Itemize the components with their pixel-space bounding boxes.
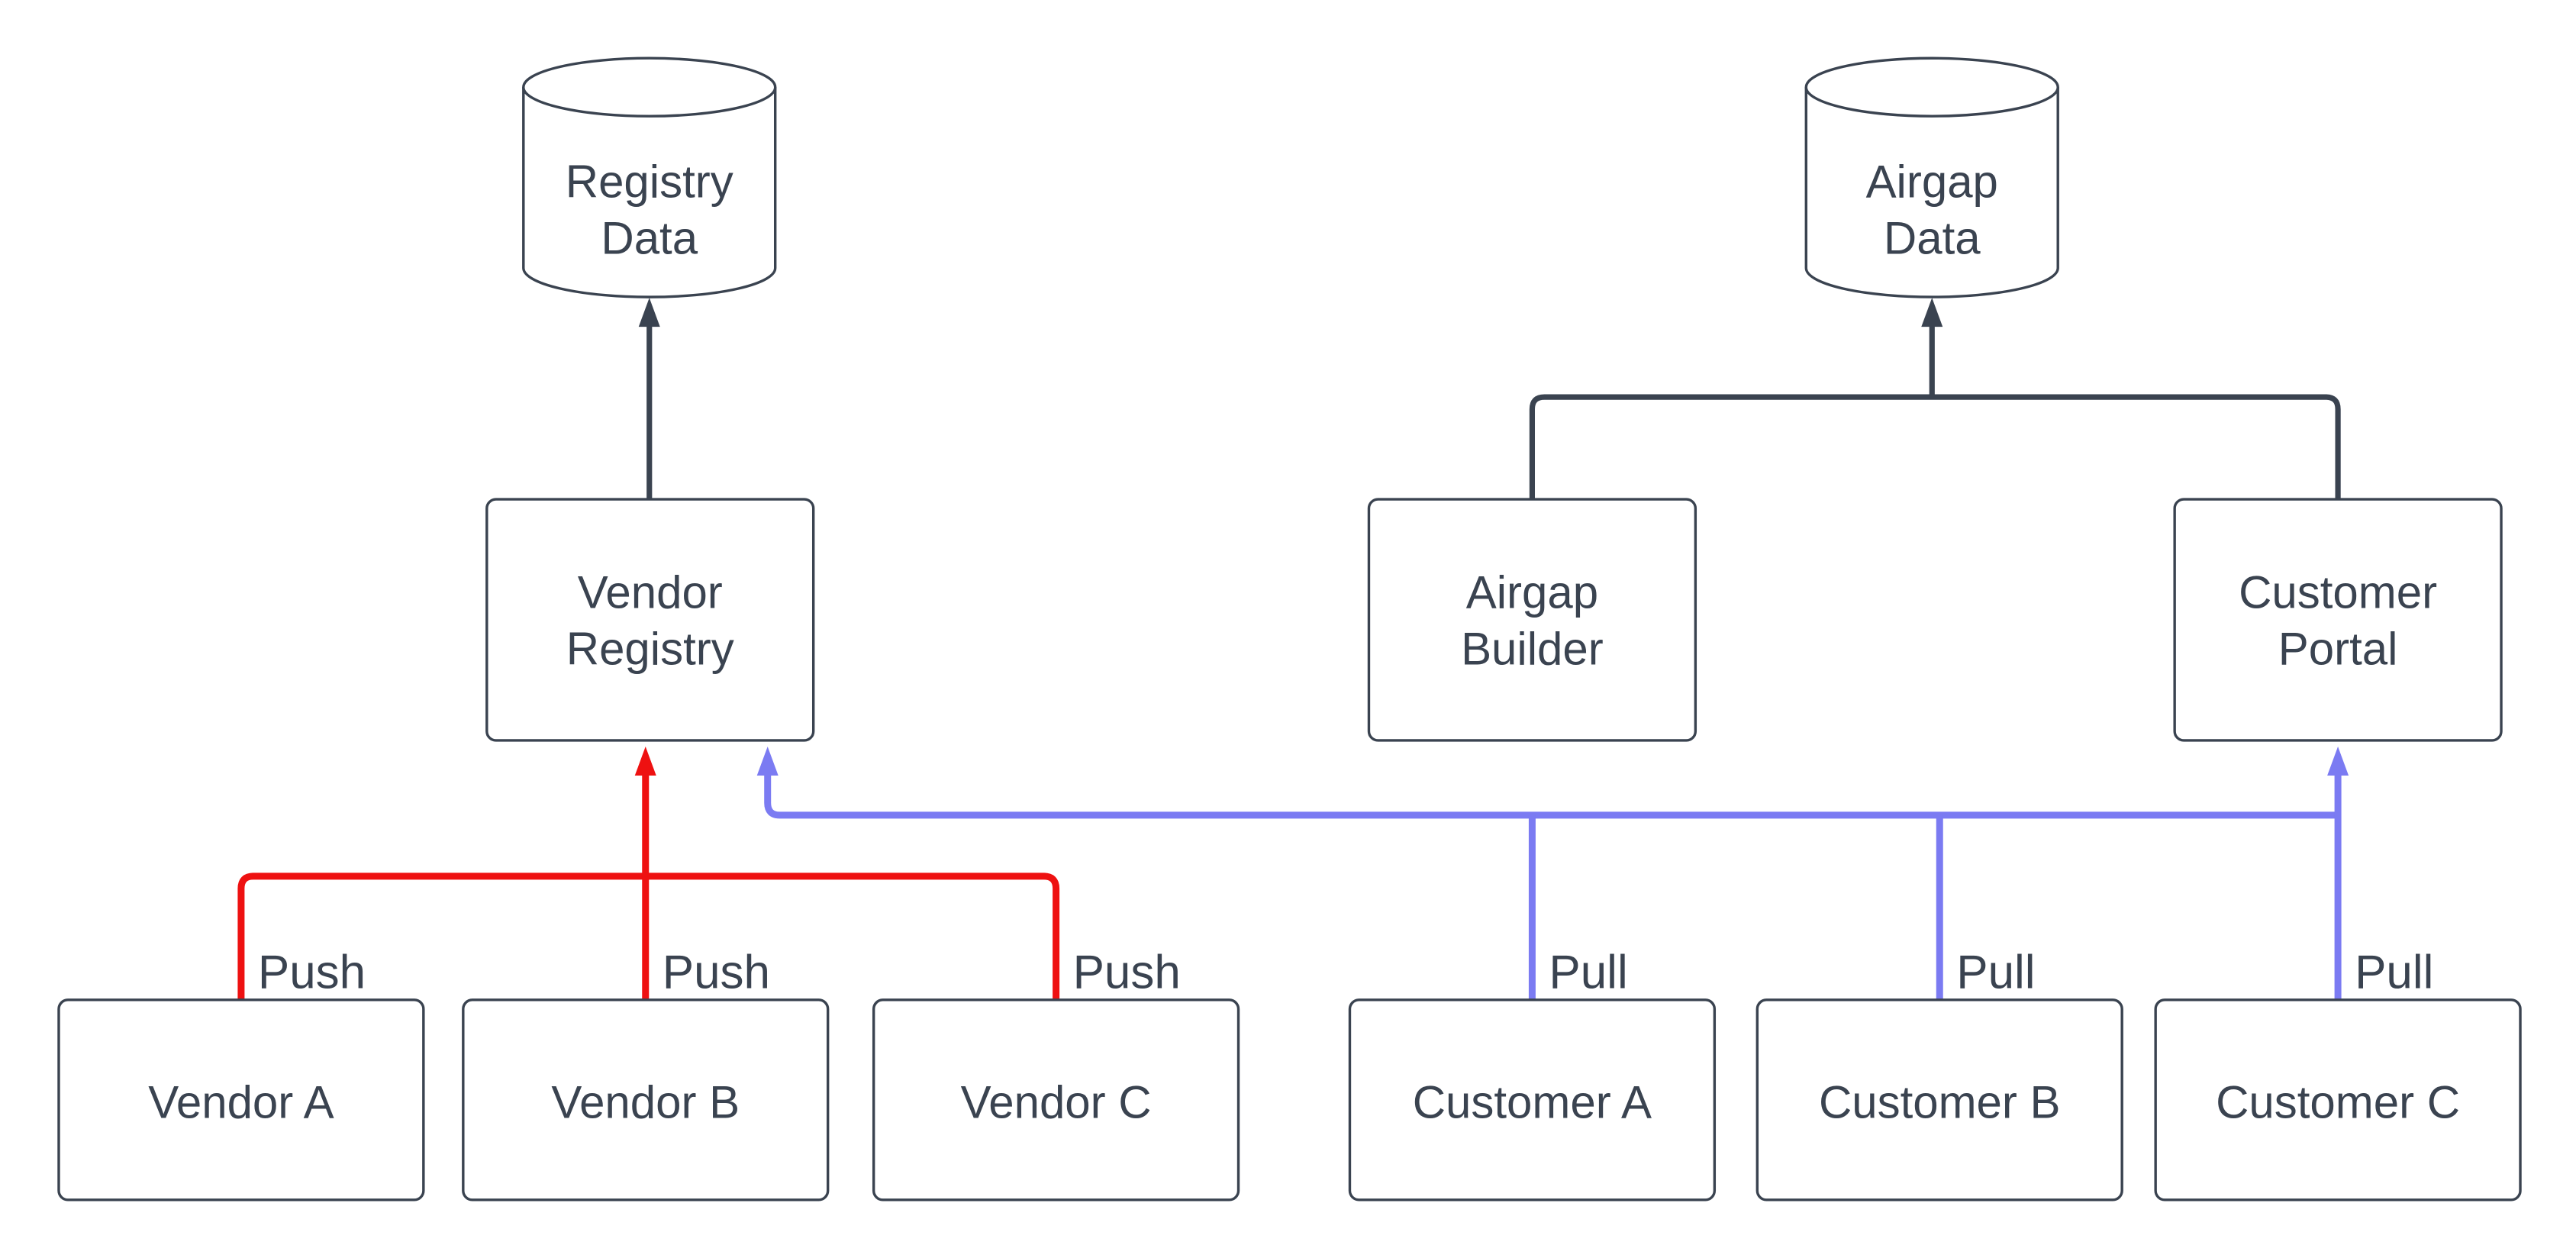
cylinder-rim [1804, 87, 2059, 118]
cylinder-rim [522, 87, 777, 118]
node-vendor-a: Vendor A [57, 998, 425, 1202]
edge-push-tree [237, 746, 1060, 1000]
node-label: Customer C [2216, 1076, 2460, 1127]
cylinder-shape [1804, 56, 2059, 298]
node-label: Vendor C [961, 1076, 1152, 1127]
node-vendor-b: Vendor B [462, 998, 830, 1202]
box-shape [462, 998, 830, 1202]
edge-label-push-b: Push [663, 946, 770, 998]
node-label-line2: Builder [1461, 623, 1604, 674]
node-customer-b: Customer B [1755, 998, 2123, 1202]
node-label-line2: Data [601, 213, 698, 264]
edge-builders-to-airgap-data [1529, 298, 2341, 500]
node-customer-a: Customer A [1348, 998, 1717, 1202]
edge-pull-tree [756, 746, 2349, 1000]
edge-label-pull-a: Pull [1549, 946, 1627, 998]
box-shape [1755, 998, 2123, 1202]
node-customer-c: Customer C [2154, 998, 2522, 1202]
box-shape [2154, 998, 2522, 1202]
node-label: Customer A [1413, 1076, 1652, 1127]
box-shape [57, 998, 425, 1202]
node-label-line1: Registry [566, 156, 733, 208]
node-airgap-builder: Airgap Builder [1367, 498, 1697, 742]
node-label-line1: Airgap [1866, 156, 1998, 208]
node-vendor-c: Vendor C [872, 998, 1240, 1202]
node-label-line1: Vendor [578, 567, 723, 618]
edge-vendor-registry-to-registry-data [638, 298, 660, 500]
edge-line [1529, 394, 2341, 500]
box-shape [1367, 498, 1697, 742]
edge-label-pull-b: Pull [1956, 946, 2035, 998]
node-customer-portal: Customer Portal [2173, 498, 2503, 742]
node-label-line2: Registry [566, 623, 734, 674]
node-label: Customer B [1819, 1076, 2061, 1127]
node-label-line1: Customer [2239, 567, 2437, 618]
edge-line [764, 773, 2339, 819]
node-label-line1: Airgap [1466, 567, 1598, 618]
node-airgap-data: Airgap Data [1804, 56, 2059, 298]
node-label: Vendor A [148, 1076, 334, 1127]
box-shape [872, 998, 1240, 1202]
edge-label-pull-c: Pull [2355, 946, 2433, 998]
arrowhead-up-icon [638, 298, 660, 327]
node-label-line2: Portal [2278, 623, 2398, 674]
node-registry-data: Registry Data [522, 56, 777, 298]
node-label: Vendor B [551, 1076, 740, 1127]
edge-label-push-a: Push [258, 946, 366, 998]
arrowhead-up-icon [756, 746, 779, 776]
arrowhead-up-icon [634, 746, 656, 776]
edge-label-push-c: Push [1073, 946, 1181, 998]
box-shape [1348, 998, 1717, 1202]
box-shape [2173, 498, 2503, 742]
arrowhead-up-icon [2327, 746, 2349, 776]
arrowhead-up-icon [1921, 298, 1943, 327]
box-shape [485, 498, 815, 742]
node-label-line2: Data [1884, 213, 1981, 264]
cylinder-shape [522, 56, 777, 298]
node-vendor-registry: Vendor Registry [485, 498, 815, 742]
